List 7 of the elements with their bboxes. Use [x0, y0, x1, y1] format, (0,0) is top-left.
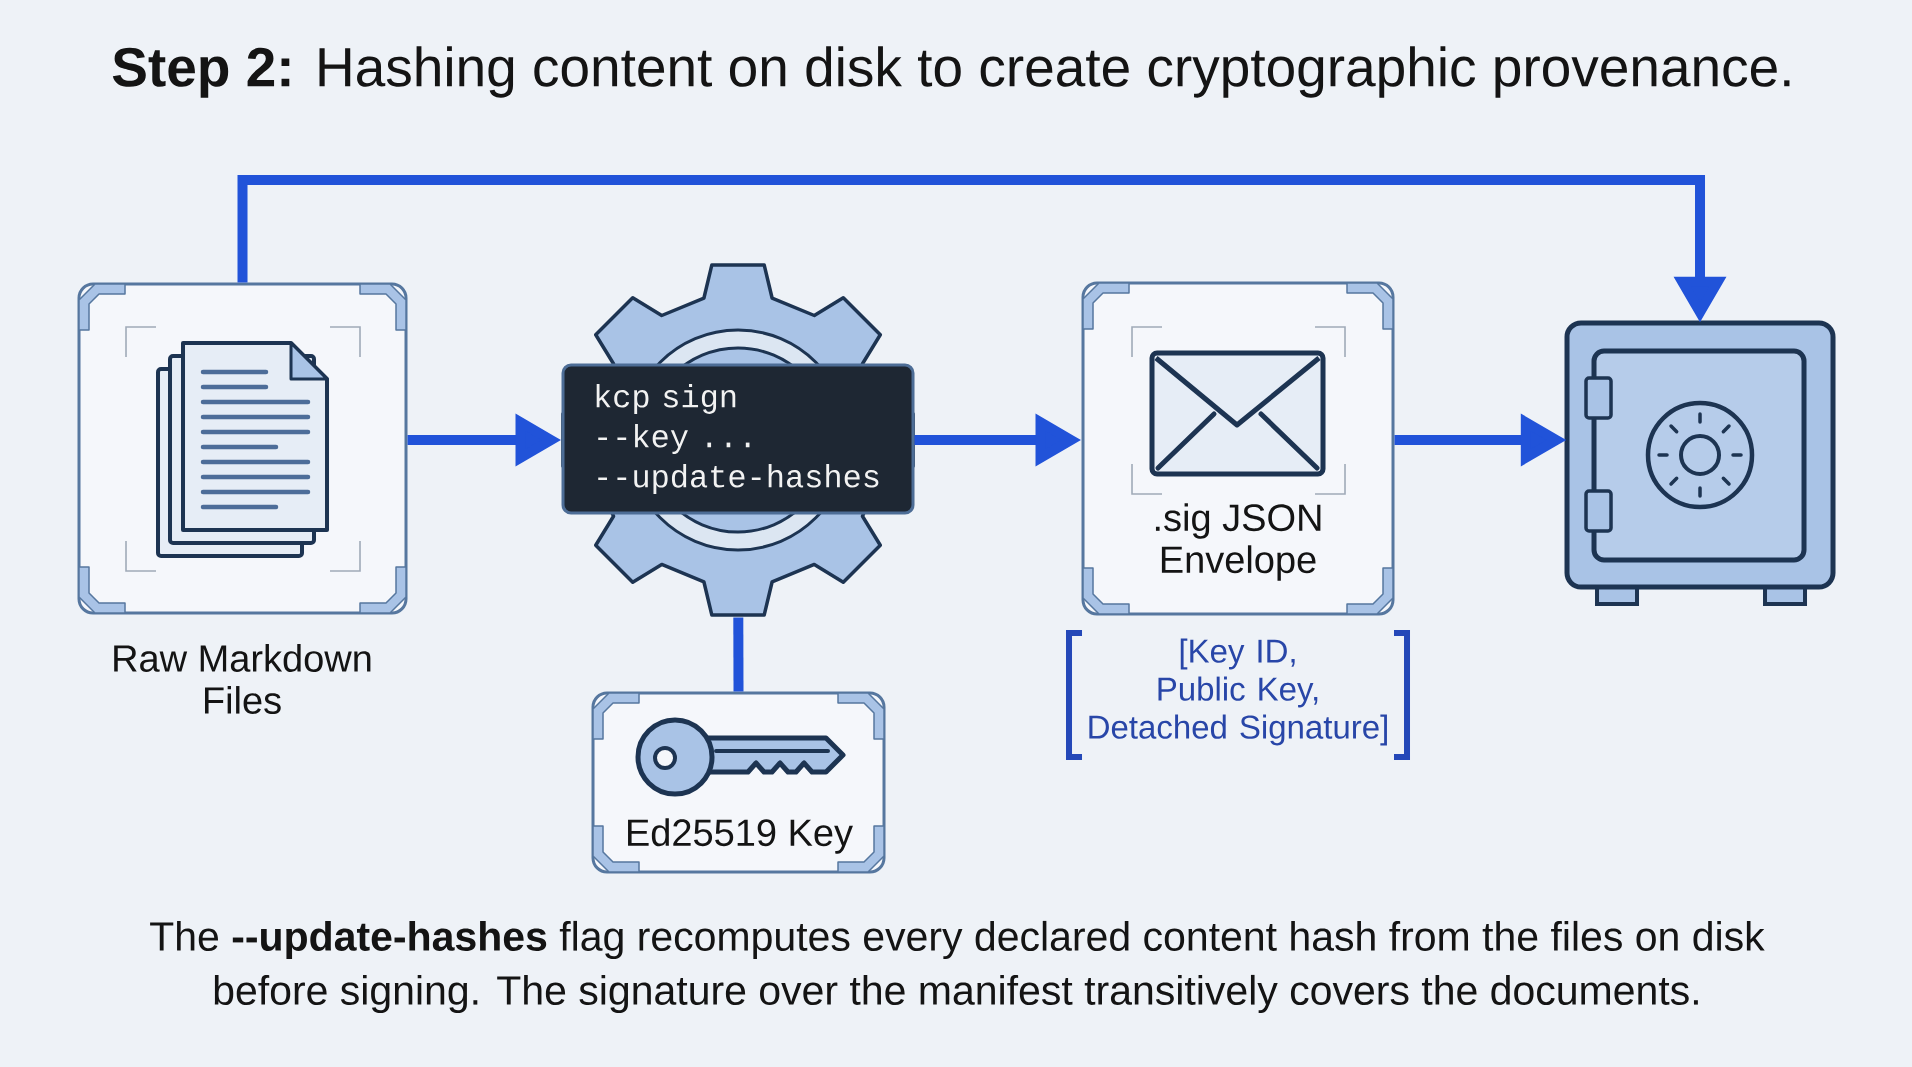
connector-line — [733, 617, 744, 692]
title: Step 2: Hashing content on disk to create cryptographic provenance. — [112, 46, 1790, 98]
node-label: Raw Markdown Files — [114, 644, 371, 714]
safe-icon — [1564, 320, 1836, 606]
terminal-box: kcp sign --key ... --update-hashes — [561, 363, 915, 515]
bracket-note: [Key ID, Public Key, Detached Signature] — [1089, 638, 1387, 746]
caption: The --update-hashes flag recomputes every declared content hash from the files on disk before signing. The signature over the manifest transitively covers the documents. — [150, 920, 1765, 1014]
